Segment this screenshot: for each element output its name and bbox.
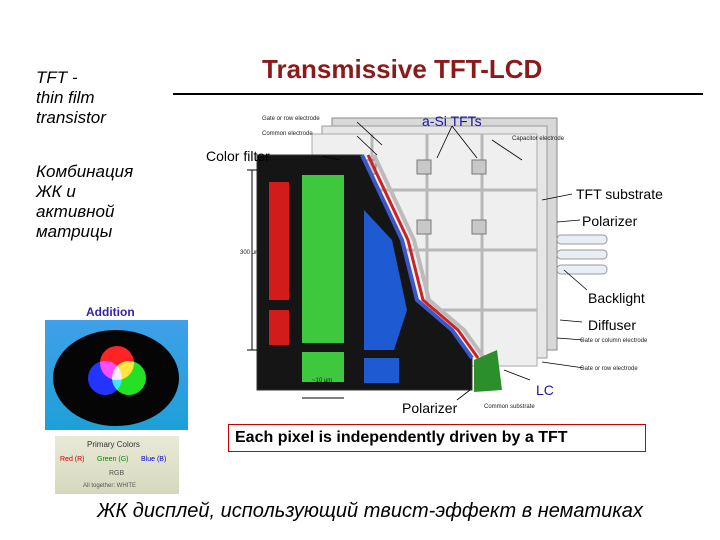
- red-label: Red (R): [60, 456, 85, 463]
- lc-label: LC: [536, 382, 554, 398]
- green-subpixel: [302, 175, 344, 343]
- primary-colors-box: Primary Colors Red (R) Green (G) Blue (B…: [55, 436, 179, 494]
- blue-light-circle: [88, 361, 122, 395]
- cut-edge-blue: [360, 154, 474, 360]
- tft-substrate-label: TFT substrate: [576, 186, 663, 202]
- red-subpixel: [269, 310, 289, 345]
- green-label: Green (G): [97, 456, 129, 463]
- blue-subpixel: [364, 358, 399, 383]
- polarizer-right-label: Polarizer: [582, 213, 638, 229]
- lc-layer: [474, 350, 502, 392]
- blue-subpixel: [364, 210, 407, 350]
- tft-line: thin film: [36, 88, 95, 107]
- cut-edge-glass: [372, 154, 486, 360]
- green-subpixel: [302, 352, 344, 382]
- a-si-tfts-label: a-Si TFTs: [422, 113, 482, 129]
- green-light-circle: [112, 361, 146, 395]
- cut-edge-red: [366, 154, 480, 359]
- dimension-markers: [247, 169, 344, 399]
- backlight-tubes: [556, 234, 608, 275]
- pixel-caption: Each pixel is independently driven by a …: [235, 429, 568, 446]
- rgb-label: RGB: [109, 470, 125, 477]
- all-together-label: All together: WHITE: [83, 483, 137, 489]
- footer-caption: ЖК дисплей, использующий твист-эффект в …: [97, 500, 643, 522]
- additive-color-image: [45, 320, 188, 430]
- pixel-caption-box: Each pixel is independently driven by a …: [228, 424, 646, 452]
- blue-label: Blue (B): [141, 456, 167, 463]
- title-rule: [173, 93, 703, 95]
- capacitor-electrode-label: Capacitor electrode: [512, 136, 565, 142]
- common-substrate-label: Common substrate: [484, 404, 535, 410]
- addition-label: Addition: [86, 305, 135, 319]
- common-electrode-label: Common electrode: [262, 131, 313, 137]
- dimension-horizontal-label: ~10 μm: [312, 378, 333, 384]
- color-filter-label: Color filter: [206, 148, 270, 164]
- gate-column-electrode-label: Gate or column electrode: [580, 338, 648, 344]
- combo-line: матрицы: [36, 222, 113, 241]
- red-subpixel: [269, 182, 289, 300]
- pointer-lines: [321, 121, 588, 401]
- combo-line: ЖК и: [36, 182, 76, 201]
- polarizer-bottom-label: Polarizer: [402, 400, 458, 416]
- gate-row-electrode-label: Gate or row electrode: [262, 116, 320, 122]
- combination-text: Комбинация ЖК и активной матрицы: [36, 162, 133, 242]
- tft-line: TFT -: [36, 68, 78, 87]
- page-title: Transmissive TFT-LCD: [262, 54, 543, 84]
- primary-colors-title: Primary Colors: [87, 440, 140, 449]
- diffuser-label: Diffuser: [588, 317, 636, 333]
- backlight-label: Backlight: [588, 290, 645, 306]
- tft-lcd-diagram: [247, 117, 608, 401]
- combo-line: Комбинация: [36, 162, 134, 181]
- tft-line: transistor: [36, 108, 106, 127]
- combo-line: активной: [36, 202, 115, 221]
- gate-row-electrode-bottom-label: Gate or row electrode: [580, 366, 638, 372]
- tft-definition: TFT - thin film transistor: [36, 68, 106, 128]
- dimension-vertical-label: 300 μm: [240, 250, 261, 256]
